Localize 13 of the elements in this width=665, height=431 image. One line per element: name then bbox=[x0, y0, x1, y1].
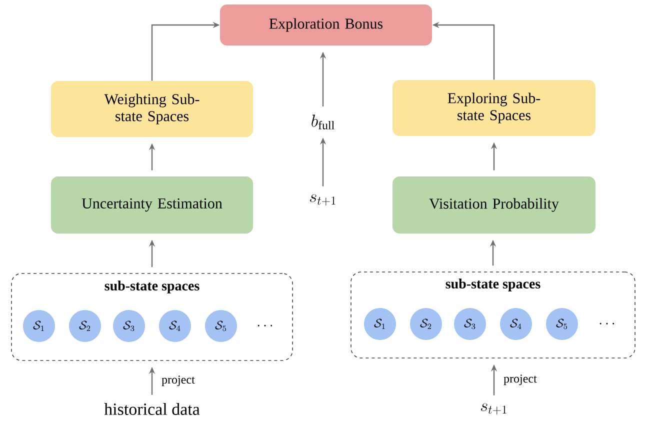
edge-label: project bbox=[504, 374, 537, 386]
math-label: $b_{\mathrm{full}}$ bbox=[312, 114, 334, 130]
process-box: Weighting Sub-state Spaces bbox=[51, 81, 253, 137]
math-label: $s_{t+1}$ bbox=[481, 403, 506, 414]
process-box: Visitation Probability bbox=[392, 176, 596, 234]
edge-label: project bbox=[162, 376, 195, 386]
process-box: Exploration Bonus bbox=[220, 4, 432, 46]
ellipsis: $\cdots$ bbox=[600, 322, 614, 324]
process-box: Exploring Sub-state Spaces bbox=[392, 80, 596, 136]
math-label: $s_{t+1}$ bbox=[310, 194, 336, 206]
ellipsis: $\cdots$ bbox=[258, 324, 272, 326]
input-label: historical data bbox=[104, 403, 200, 415]
process-box: Uncertainty Estimation bbox=[51, 176, 253, 234]
